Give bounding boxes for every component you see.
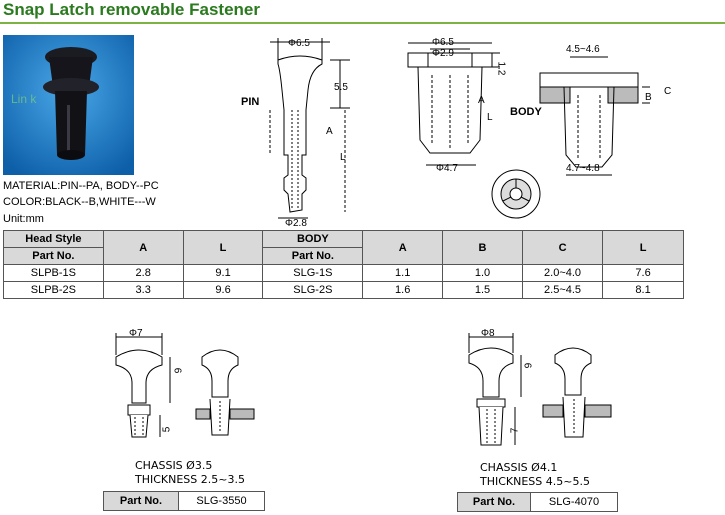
th-body: BODY bbox=[262, 230, 364, 248]
body-dia-bottom: Φ4.7 bbox=[436, 163, 458, 174]
th-pin-l: L bbox=[182, 230, 264, 265]
fastener-right-part-box: Part No. SLG-4070 bbox=[457, 492, 618, 512]
cell: 1.0 bbox=[442, 264, 523, 282]
fastener-right-drawing bbox=[468, 333, 612, 446]
fastener-right-dia: Φ8 bbox=[481, 328, 495, 339]
fastener-right-dim-6: 6 bbox=[521, 362, 533, 369]
cell: 2.8 bbox=[102, 264, 184, 282]
cell: SLPB-2S bbox=[3, 281, 104, 299]
th-body-a: A bbox=[362, 230, 444, 265]
installed-section-drawing bbox=[539, 56, 650, 176]
table-row: SLPB-1S 2.8 9.1 SLG-1S 1.1 1.0 2.0~4.0 7… bbox=[3, 264, 684, 282]
fastener-right-chassis: CHASSIS Ø4.1 bbox=[480, 461, 558, 474]
fastener-left-dim-5: 5 bbox=[161, 426, 173, 433]
cell: 9.6 bbox=[182, 281, 264, 299]
th-pin-a: A bbox=[102, 230, 184, 265]
table-row: SLPB-2S 3.3 9.6 SLG-2S 1.6 1.5 2.5~4.5 8… bbox=[3, 281, 684, 299]
table-subheader-row: Part No. Part No. bbox=[3, 247, 684, 265]
cell: 1.6 bbox=[362, 281, 444, 299]
title-divider bbox=[0, 22, 725, 24]
photo-watermark: Lin k bbox=[11, 92, 37, 106]
fastener-left-dia: Φ7 bbox=[129, 328, 143, 339]
pin-drawing bbox=[269, 38, 350, 219]
fastener-right-thickness: THICKNESS 4.5~5.5 bbox=[480, 475, 590, 488]
fastener-left-chassis: CHASSIS Ø3.5 bbox=[135, 459, 213, 472]
fastener-left-thickness: THICKNESS 2.5~3.5 bbox=[135, 473, 245, 486]
installed-dim-b: B bbox=[645, 92, 652, 103]
th-body-b: B bbox=[442, 230, 523, 265]
body-dim-12: 1.2 bbox=[495, 61, 507, 76]
fastener-left-part-label: Part No. bbox=[104, 492, 179, 510]
spec-table: Head Style A L BODY A B C L Part No. Par… bbox=[3, 230, 684, 299]
cell: 7.6 bbox=[602, 264, 684, 282]
th-pin-part-no: Part No. bbox=[3, 247, 104, 265]
th-body-c: C bbox=[521, 230, 604, 265]
installed-range-bottom: 4.7~4.8 bbox=[566, 163, 600, 174]
installed-dim-c: C bbox=[664, 86, 672, 97]
th-body-part-no: Part No. bbox=[262, 247, 364, 265]
cell: SLG-1S bbox=[262, 264, 364, 282]
fastener-right-part-value: SLG-4070 bbox=[548, 496, 600, 508]
cell: 3.3 bbox=[102, 281, 184, 299]
pin-dim-l: L bbox=[340, 152, 346, 163]
body-dim-l: L bbox=[487, 112, 493, 123]
body-label: BODY bbox=[510, 106, 542, 118]
body-dia-outer: Φ6.5 bbox=[432, 37, 454, 48]
fastener-left-dim-6: 6 bbox=[171, 367, 183, 374]
th-head-style: Head Style bbox=[3, 230, 104, 248]
installed-range-top: 4.5~4.6 bbox=[566, 44, 600, 55]
pin-dim-height: 5.5 bbox=[334, 82, 348, 93]
body-dia-inner: Φ2.9 bbox=[432, 48, 454, 59]
fastener-photo-illustration: Lin k bbox=[3, 35, 134, 175]
cell: 8.1 bbox=[602, 281, 684, 299]
pin-dim-a: A bbox=[326, 126, 333, 137]
body-drawing bbox=[407, 42, 500, 166]
product-photo: Lin k bbox=[3, 35, 134, 175]
page-title: Snap Latch removable Fastener bbox=[3, 0, 260, 19]
fastener-left-part-value: SLG-3550 bbox=[196, 495, 247, 507]
cell: SLPB-1S bbox=[3, 264, 104, 282]
cell: 1.5 bbox=[442, 281, 523, 299]
cell: 1.1 bbox=[362, 264, 444, 282]
table-header-row: Head Style A L BODY A B C L bbox=[3, 230, 684, 265]
body-dim-a: A bbox=[478, 95, 485, 106]
fastener-right-dim-7: 7 bbox=[509, 427, 521, 434]
unit-spec: Unit:mm bbox=[3, 213, 44, 225]
fastener-right-part-label: Part No. bbox=[458, 493, 531, 511]
cell: SLG-2S bbox=[262, 281, 364, 299]
cell: 2.0~4.0 bbox=[521, 264, 604, 282]
cell: 9.1 bbox=[182, 264, 264, 282]
fastener-left-drawing bbox=[115, 333, 255, 438]
pin-dia-bottom: Φ2.8 bbox=[285, 218, 307, 229]
material-spec: MATERIAL:PIN--PA, BODY--PC bbox=[3, 180, 159, 192]
th-body-l: L bbox=[602, 230, 684, 265]
fastener-left-part-box: Part No. SLG-3550 bbox=[103, 491, 265, 511]
pin-label: PIN bbox=[241, 96, 260, 108]
color-spec: COLOR:BLACK--B,WHITE---W bbox=[3, 196, 156, 208]
pin-dia-top: Φ6.5 bbox=[288, 38, 310, 49]
cell: 2.5~4.5 bbox=[521, 281, 604, 299]
body-end-view bbox=[491, 169, 541, 219]
